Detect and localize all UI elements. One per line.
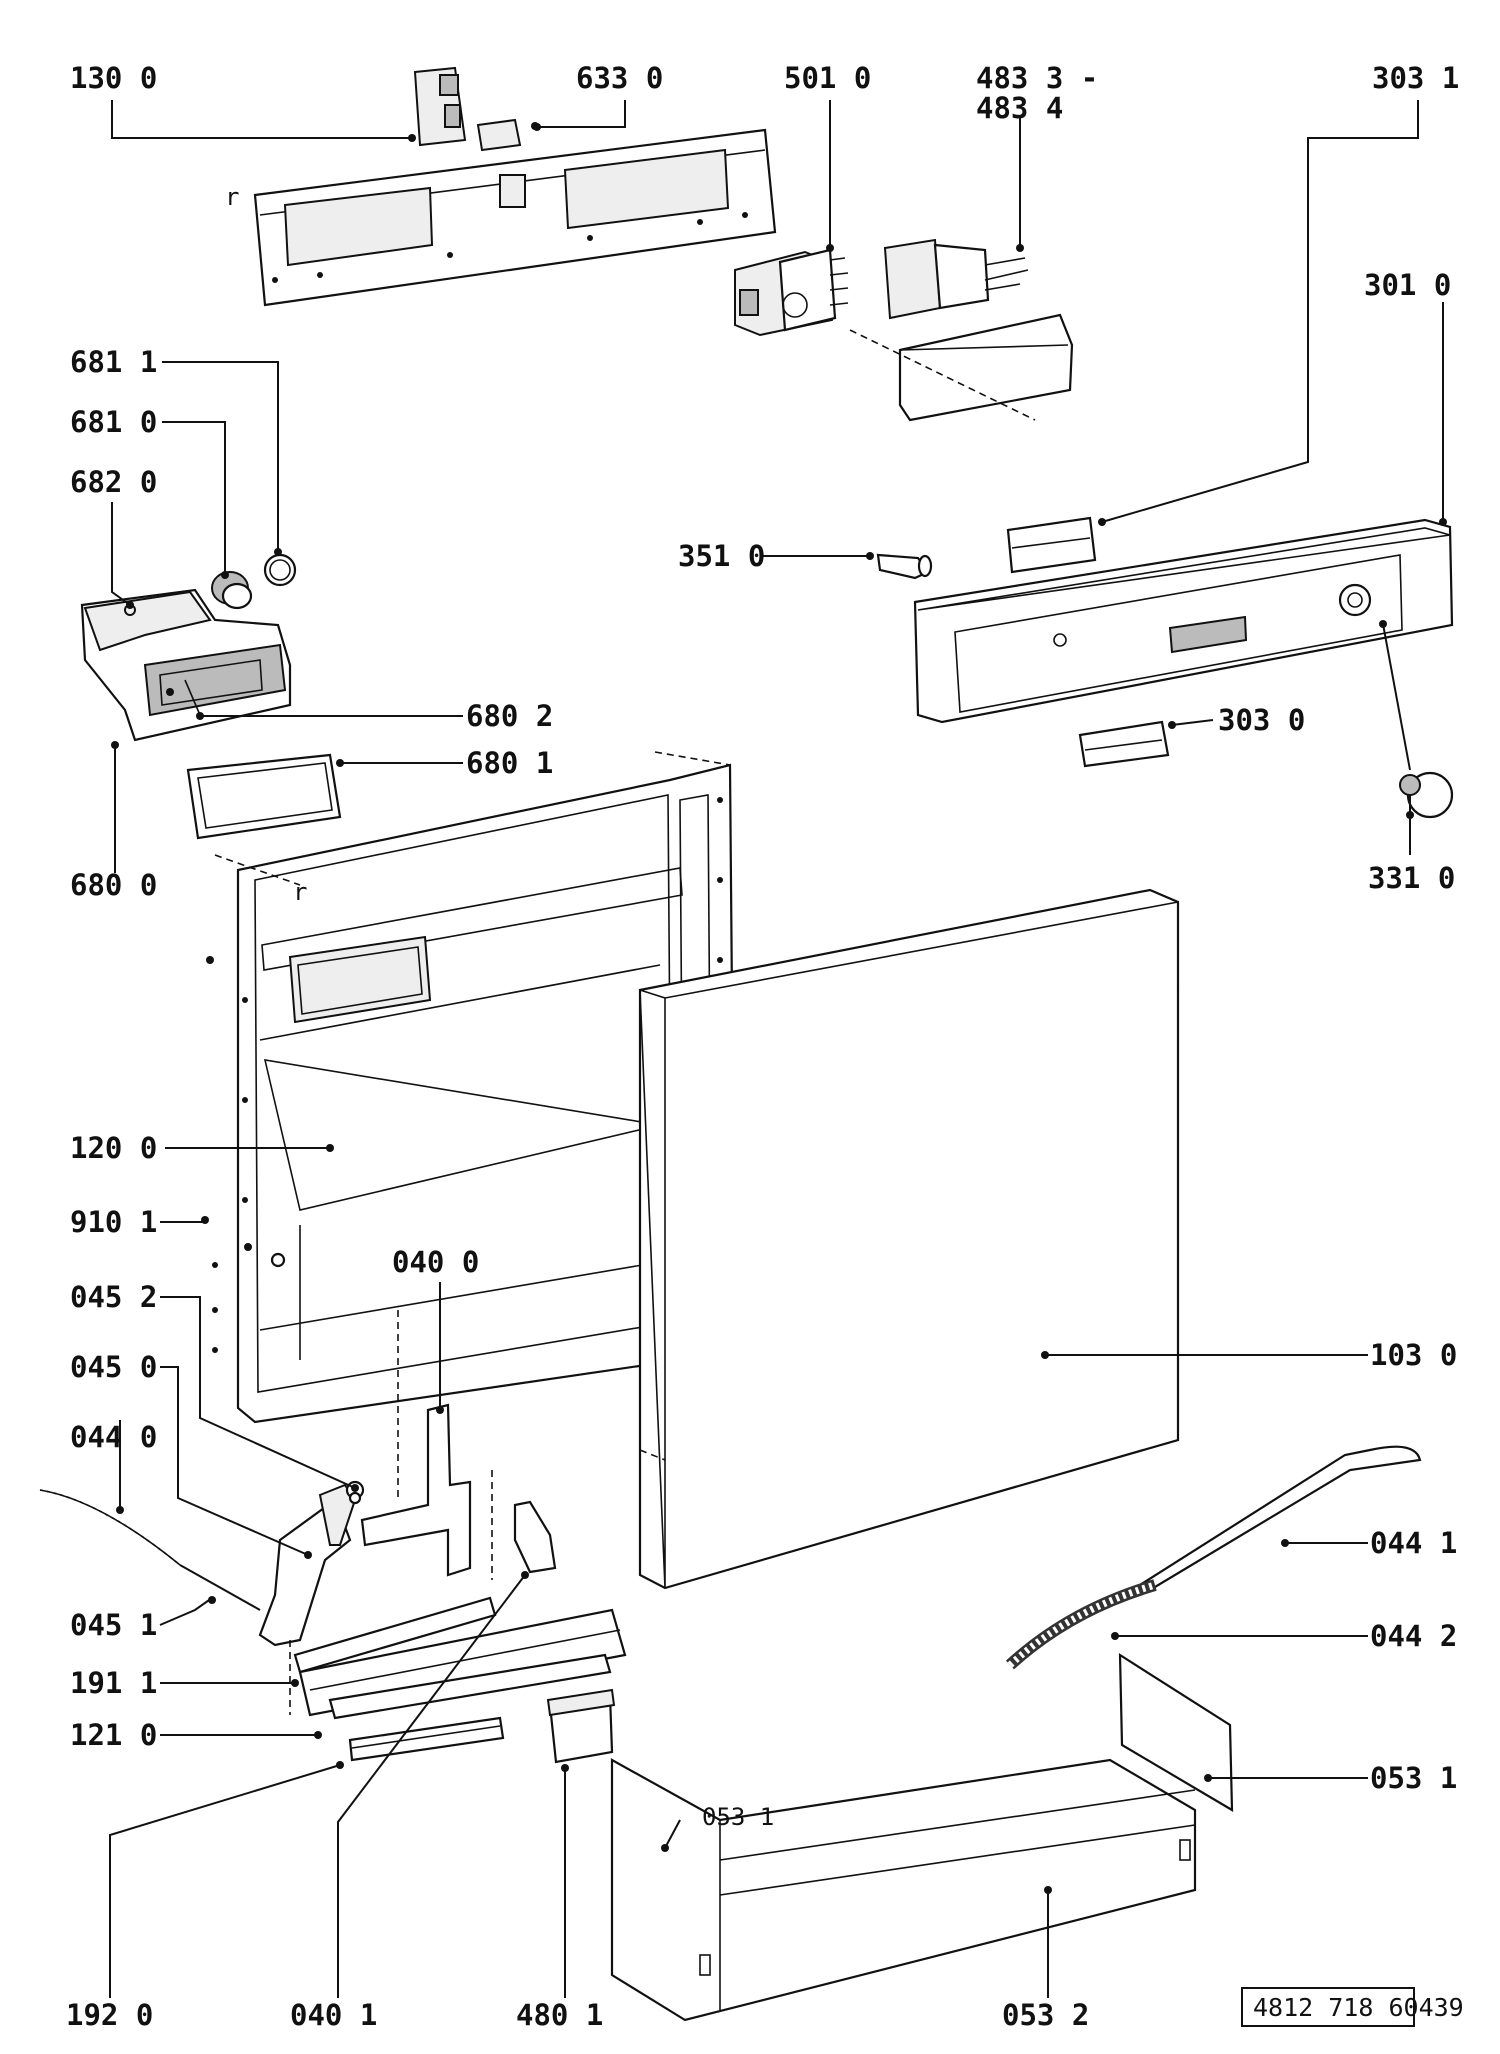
part-120-0-inner-door [206,751,737,1424]
part-103-0-door-panel [638,888,1180,1590]
label-351-0: 351 0 [678,539,765,573]
part-681-1-ring [263,553,297,587]
label-053-1-inner: 053 1 [702,1803,774,1831]
label-040-0: 040 0 [392,1245,479,1279]
part-045-0-arm [258,1480,365,1647]
part-501-0-timer [734,248,849,337]
part-130-0 [413,66,467,147]
label-130-0: 130 0 [70,61,157,95]
label-680-1: 680 1 [466,746,553,780]
label-191-1: 191 1 [70,1666,157,1700]
leader-lines [109,100,1447,1998]
label-681-0: 681 0 [70,405,157,439]
part-053-2-kickplate [610,1758,1197,2022]
part-045-2-pin [348,1491,362,1505]
part-480-1-bracket [546,1688,616,1764]
label-301-0: 301 0 [1364,268,1451,302]
label-044-1: 044 1 [1370,1526,1457,1560]
part-192-0-strip [348,1716,505,1762]
part-680-0-dispenser [80,588,292,742]
part-044-2-spring [1005,1579,1157,1670]
part-121-0-strip [328,1653,612,1720]
label-480-1: 480 1 [516,1998,603,2032]
reference-number: 4812 718 60439 [1253,1993,1464,2022]
part-044-1-rod [1137,1445,1422,1592]
label-053-2: 053 2 [1002,1998,1089,2032]
label-910-1: 910 1 [70,1205,157,1239]
part-timer-bracket [849,313,1074,422]
part-control-frame [253,128,777,307]
label-040-1: 040 1 [290,1998,377,2032]
label-682-0: 682 0 [70,465,157,499]
label-303-1: 303 1 [1372,61,1459,95]
label-681-1: 681 1 [70,345,157,379]
label-120-0: 120 0 [70,1131,157,1165]
part-303-1 [1006,516,1097,574]
label-044-2: 044 2 [1370,1619,1457,1653]
label-633-0: 633 0 [576,61,663,95]
part-681-0-cap [211,571,253,610]
part-680-1-gasket [186,753,342,840]
label-044-0: 044 0 [70,1420,157,1454]
part-303-0 [1078,720,1170,768]
label-121-0: 121 0 [70,1718,157,1752]
part-483-connector [883,238,1029,320]
label-192-0: 192 0 [66,1998,153,2032]
label-483-4: 483 4 [976,91,1063,125]
part-351-0 [876,553,933,580]
part-040-1-clip [513,1500,557,1574]
label-680-2: 680 2 [466,699,553,733]
part-labels: 130 0 633 0 501 0 483 3 - 483 4 303 1 30… [66,61,1459,2032]
label-331-0: 331 0 [1368,861,1455,895]
part-301-0-control-panel [913,518,1454,724]
label-r-top: r [225,183,239,211]
label-103-0: 103 0 [1370,1338,1457,1372]
label-303-0: 303 0 [1218,703,1305,737]
label-483-3: 483 3 - [976,61,1098,95]
label-045-0: 045 0 [70,1350,157,1384]
label-680-0: 680 0 [70,868,157,902]
label-r-mid: r [293,878,307,906]
part-331-0-knob [1399,771,1454,819]
label-501-0: 501 0 [784,61,871,95]
label-045-2: 045 2 [70,1280,157,1314]
part-053-1-right-side [1118,1652,1234,1812]
label-045-1: 045 1 [70,1608,157,1642]
part-044-0-spring [39,1489,261,1611]
reference-number-box: 4812 718 60439 [1241,1987,1464,2027]
label-053-1-right: 053 1 [1370,1761,1457,1795]
part-040-0-hinge [360,1310,493,1580]
part-633-0 [476,118,539,152]
